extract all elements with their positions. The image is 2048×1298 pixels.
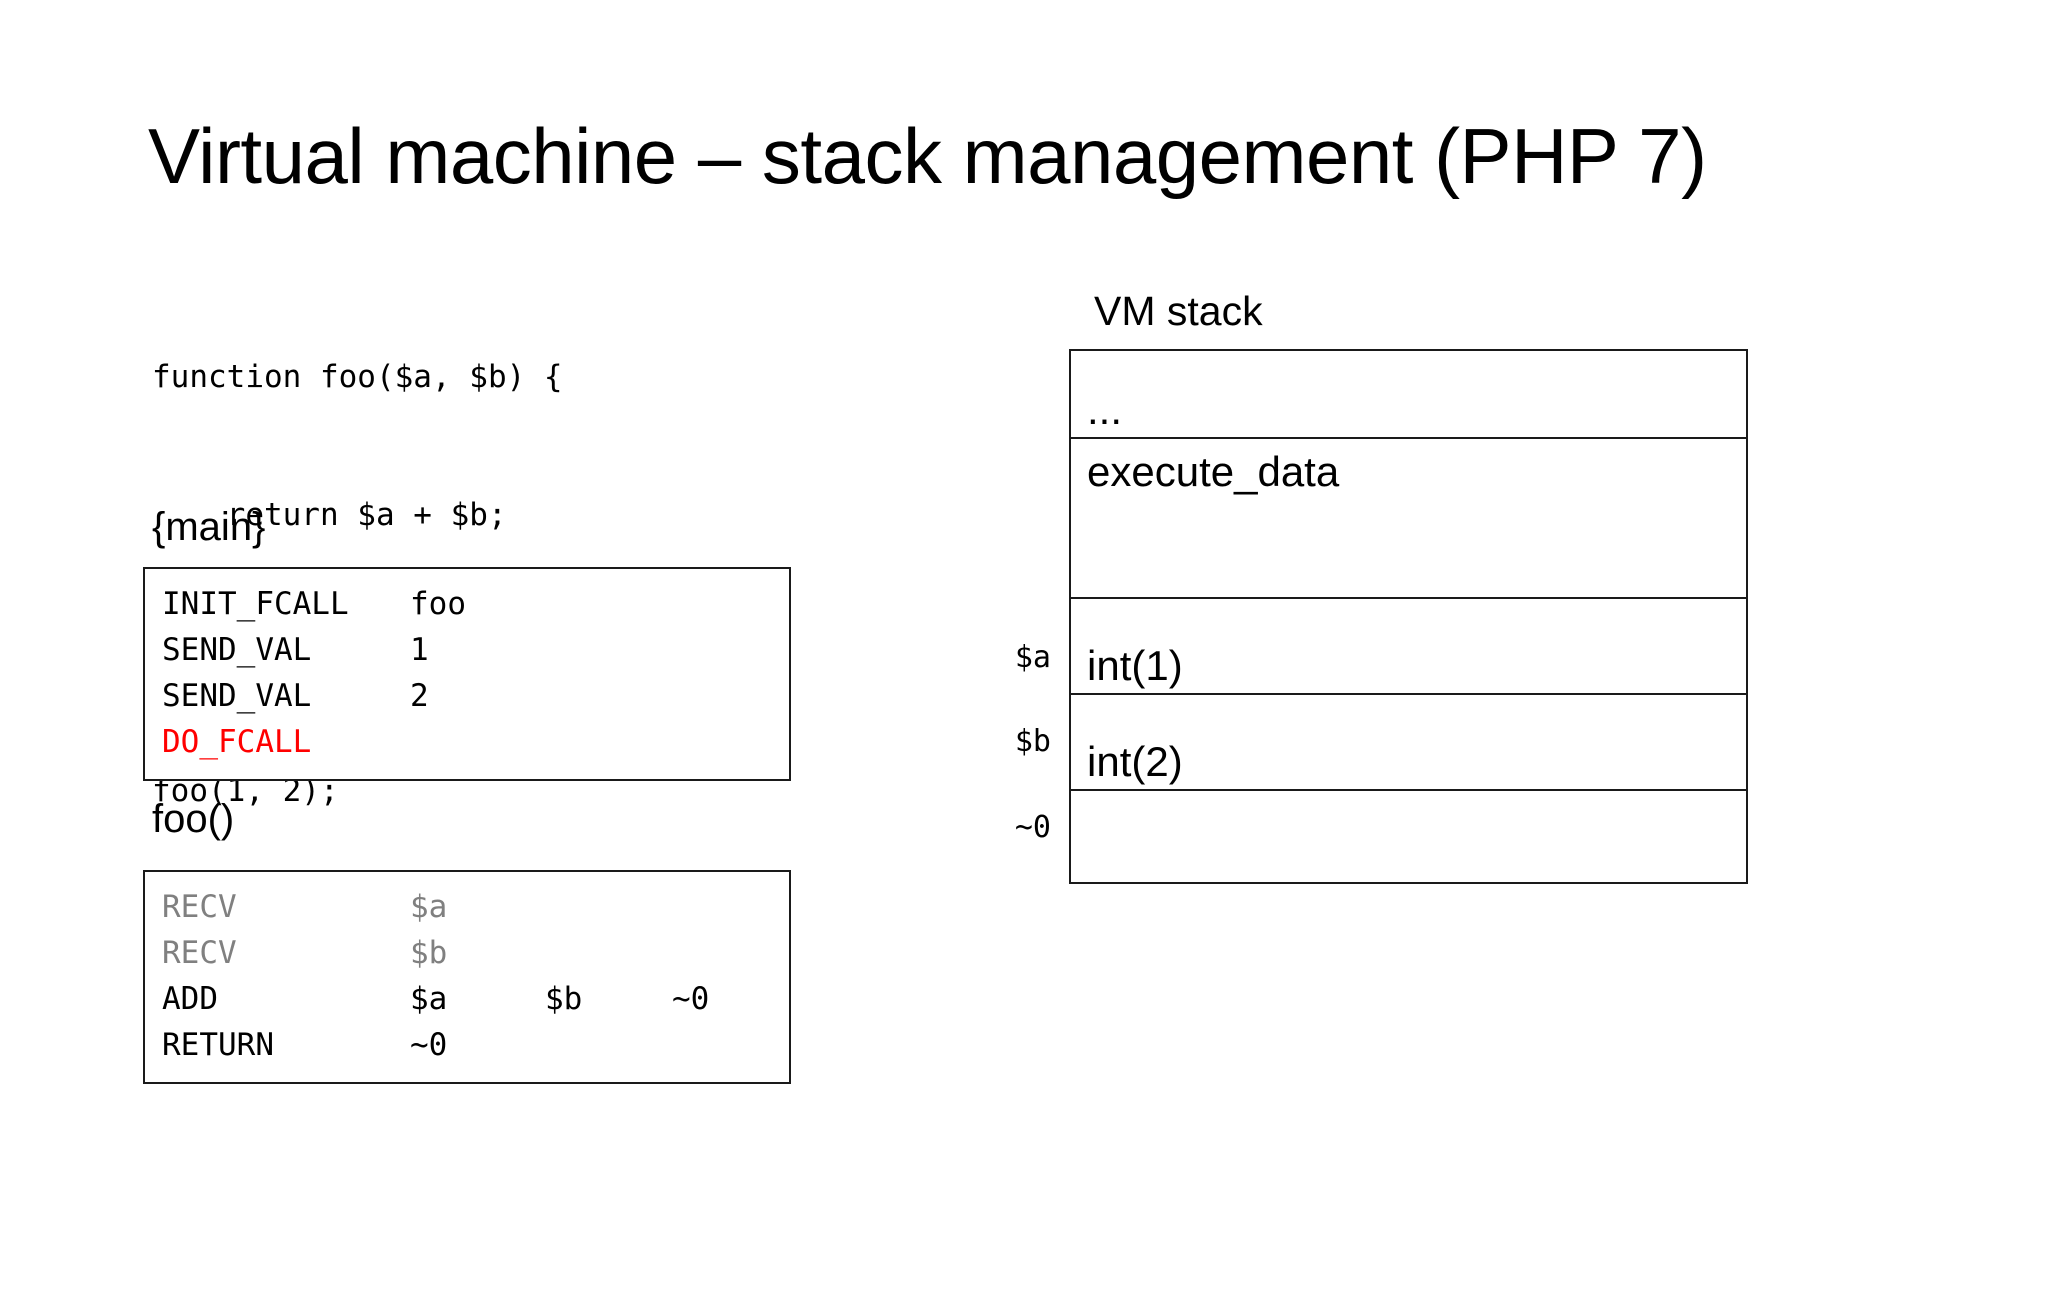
opcode-name: SEND_VAL: [162, 678, 312, 714]
opcode-result: ~0: [672, 981, 710, 1017]
opcode-name: INIT_FCALL: [162, 586, 349, 622]
opcode-row-highlighted: DO_FCALL: [145, 719, 789, 765]
opcode-name: RETURN: [162, 1027, 274, 1063]
foo-opcode-table: RECV $a RECV $b ADD $a $b ~0 RETURN ~0: [143, 870, 791, 1084]
opcode-name: DO_FCALL: [162, 724, 312, 760]
opcode-row: SEND_VAL 1: [145, 627, 789, 673]
main-block-caption: {main}: [152, 505, 266, 549]
opcode-row-dimmed: RECV $b: [145, 930, 789, 976]
stack-cell-value: int(1): [1087, 642, 1183, 689]
opcode-operand-1: $a: [410, 889, 448, 925]
opcode-operand-1: $a: [410, 981, 448, 1017]
opcode-row: SEND_VAL 2: [145, 673, 789, 719]
opcode-row: RETURN ~0: [145, 1022, 789, 1068]
opcode-operand-1: 1: [410, 632, 429, 668]
opcode-row-dimmed: RECV $a: [145, 884, 789, 930]
foo-block-caption: foo(): [152, 797, 235, 841]
stack-cell-value: ...: [1087, 386, 1123, 433]
opcode-row: INIT_FCALL foo: [145, 581, 789, 627]
main-opcode-table: INIT_FCALL foo SEND_VAL 1 SEND_VAL 2 DO_…: [143, 567, 791, 781]
opcode-row: ADD $a $b ~0: [145, 976, 789, 1022]
stack-cell-ellipsis: ...: [1071, 351, 1746, 439]
opcode-operand-1: ~0: [410, 1027, 448, 1063]
vm-stack-diagram: ... execute_data int(1) int(2): [1069, 349, 1748, 884]
opcode-operand-1: 2: [410, 678, 429, 714]
stack-cell-value: execute_data: [1087, 448, 1340, 495]
vm-stack-caption: VM stack: [1094, 288, 1263, 334]
stack-cell-execute-data: execute_data: [1071, 439, 1746, 599]
opcode-name: SEND_VAL: [162, 632, 312, 668]
stack-cell-arg-b: int(2): [1071, 695, 1746, 791]
stack-slot-label-a: $a: [1014, 640, 1051, 675]
stack-cell-value: int(2): [1087, 738, 1183, 785]
stack-cell-temp-zero: [1071, 791, 1746, 880]
opcode-operand-1: $b: [410, 935, 448, 971]
opcode-name: RECV: [162, 935, 237, 971]
opcode-name: RECV: [162, 889, 237, 925]
source-line: return $a + $b;: [152, 497, 507, 533]
opcode-operand-1: foo: [410, 586, 466, 622]
opcode-name: ADD: [162, 981, 218, 1017]
stack-slot-label-zero: ~0: [1014, 810, 1051, 845]
page-title: Virtual machine – stack management (PHP …: [148, 112, 1707, 200]
stack-slot-label-b: $b: [1014, 724, 1051, 759]
stack-cell-arg-a: int(1): [1071, 599, 1746, 695]
opcode-operand-2: $b: [545, 981, 583, 1017]
source-line: function foo($a, $b) {: [152, 359, 563, 395]
